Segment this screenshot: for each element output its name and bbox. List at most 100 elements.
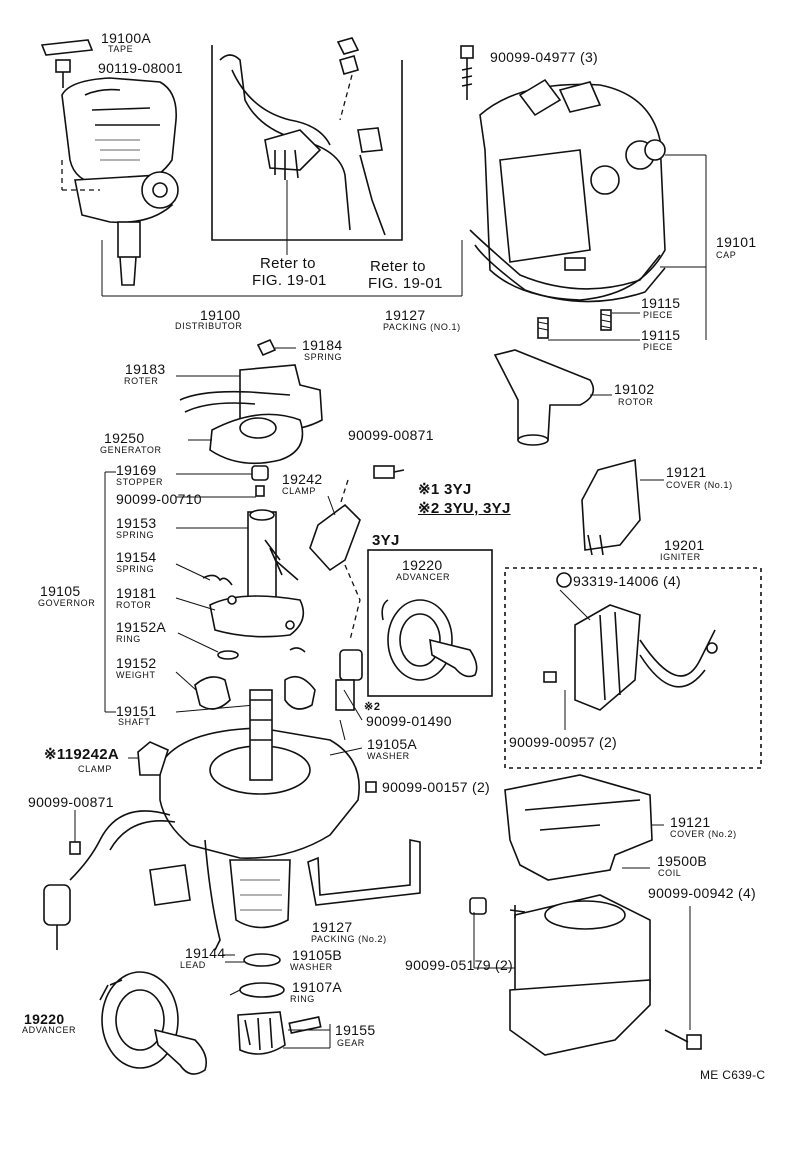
label-19151-name: SHAFT [118, 717, 151, 727]
note-1: ※1 3YJ [418, 481, 472, 498]
label-19107a-num: 19107A [292, 979, 343, 995]
note-1-text: 3YJ [443, 481, 472, 498]
igniter-box-drawing [504, 567, 762, 769]
label-19100-num: 19100 [200, 307, 241, 323]
label-19127a-name: PACKING (NO.1) [383, 322, 461, 332]
generator-drawing [176, 338, 323, 465]
label-reter2-line1: Reter to [370, 258, 426, 275]
advancer-box-drawing [367, 549, 493, 697]
label-reter1-line2: FIG. 19-01 [252, 272, 327, 289]
label-19102-name: ROTOR [618, 397, 654, 407]
label-19105-num: 19105 [40, 583, 81, 599]
label-19121a-name: COVER (No.1) [666, 480, 733, 490]
label-reter2-line2: FIG. 19-01 [368, 275, 443, 292]
label-19127a-num: 19127 [385, 307, 426, 323]
clamp-drawing [309, 465, 405, 641]
label-19115a-name: PIECE [643, 310, 674, 320]
label-19127b-name: PACKING (No.2) [311, 934, 387, 944]
label-19100a-num: 19100A [101, 30, 152, 46]
label-19152a-name: RING [116, 634, 141, 644]
label-90099-00942: 90099-00942 (4) [648, 885, 757, 901]
label-19184-name: SPRING [304, 352, 343, 362]
cover-no2-drawing [504, 774, 664, 881]
label-19152a-num: 19152A [116, 619, 167, 635]
label-19115b-name: PIECE [643, 342, 674, 352]
label-19105b-name: WASHER [290, 962, 333, 972]
label-90099-00157: 90099-00157 (2) [382, 779, 491, 795]
label-19250-num: 19250 [104, 430, 145, 446]
label-19242-num: 19242 [282, 471, 323, 487]
label-19101-name: CAP [716, 250, 737, 260]
label-19183-name: ROTER [124, 376, 159, 386]
label-19115a-num: 19115 [641, 295, 681, 311]
label-19181-num: 19181 [116, 585, 157, 601]
label-19153-num: 19153 [116, 515, 157, 531]
label-19500b-name: COIL [658, 868, 682, 878]
label-19144-name: LEAD [180, 960, 206, 970]
label-19152-num: 19152 [116, 655, 157, 671]
label-19105a-name: WASHER [367, 751, 410, 761]
label-19500b-num: 19500B [657, 853, 708, 869]
label-19121b-name: COVER (No.2) [670, 829, 737, 839]
label-19220b-name: ADVANCER [22, 1025, 77, 1035]
cover-no1-drawing [581, 458, 664, 556]
label-19153-name: SPRING [116, 530, 155, 540]
label-19100a-name: TAPE [108, 44, 134, 54]
label-19220a-num: 19220 [402, 557, 443, 573]
label-19220a-name: ADVANCER [396, 572, 451, 582]
label-19115b-num: 19115 [641, 327, 681, 343]
label-19102-num: 19102 [614, 381, 655, 397]
note-1-mark: ※1 [418, 481, 440, 498]
lead-drawing [43, 810, 221, 951]
label-90099-01490: 90099-01490 [366, 713, 452, 729]
label-19144-num: 19144 [185, 945, 226, 961]
label-19152-name: WEIGHT [116, 670, 156, 680]
label-90099-00710: 90099-00710 [116, 491, 202, 507]
clamp-a-drawing [128, 741, 169, 776]
label-19100-name: DISTRIBUTOR [175, 321, 243, 331]
label-19127b-num: 19127 [312, 919, 353, 935]
governor-drawing [104, 465, 316, 713]
label-19105a-num: 19105A [367, 736, 418, 752]
note-2-text: 3YU, 3YJ [443, 500, 511, 517]
label-19169-name: STOPPER [116, 477, 164, 487]
advancer-bottom-drawing [99, 971, 208, 1075]
distributor-assembly-drawing [40, 39, 179, 286]
label-19169-num: 19169 [116, 462, 157, 478]
label-90099-05179: 90099-05179 (2) [405, 957, 514, 973]
figure-code: ME C639-C [700, 1068, 766, 1082]
label-19242a-name: CLAMP [78, 764, 113, 774]
packing-no2-drawing [307, 839, 421, 906]
label-93319-14006: 93319-14006 (4) [573, 573, 682, 589]
label-90099-01490-mark: ※2 [364, 701, 381, 713]
label-3yj: 3YJ [372, 532, 400, 549]
label-19155-name: GEAR [337, 1038, 365, 1048]
coil-drawing [469, 867, 702, 1056]
distributor-cap-drawing [460, 45, 707, 340]
label-19242a: ※119242A [44, 746, 119, 763]
label-90099-00871a: 90099-00871 [348, 427, 434, 443]
label-19201-num: 19201 [664, 537, 705, 553]
label-19154-num: 19154 [116, 549, 157, 565]
label-19107a-name: RING [290, 994, 315, 1004]
label-19121a-num: 19121 [666, 464, 707, 480]
label-19250-name: GENERATOR [100, 445, 162, 455]
label-19181-name: ROTOR [116, 600, 152, 610]
label-90099-00957: 90099-00957 (2) [509, 734, 618, 750]
label-19242a-mark: ※1 [44, 746, 65, 763]
wiring-reference-box [211, 37, 403, 255]
label-19155-num: 19155 [335, 1022, 376, 1038]
label-19184-num: 19184 [302, 337, 343, 353]
label-19121b-num: 19121 [670, 814, 711, 830]
label-19183-num: 19183 [125, 361, 166, 377]
label-90099-04977: 90099-04977 (3) [490, 49, 599, 65]
label-90119-08001: 90119-08001 [98, 60, 183, 76]
label-19201-name: IGNITER [660, 552, 701, 562]
label-19105-name: GOVERNOR [38, 598, 96, 608]
note-2: ※2 3YU, 3YJ [418, 500, 511, 517]
label-19105b-num: 19105B [292, 947, 343, 963]
rotor-drawing [493, 349, 612, 446]
distributor-housing-drawing [159, 689, 360, 1055]
label-19220b-num: 19220 [24, 1011, 65, 1027]
